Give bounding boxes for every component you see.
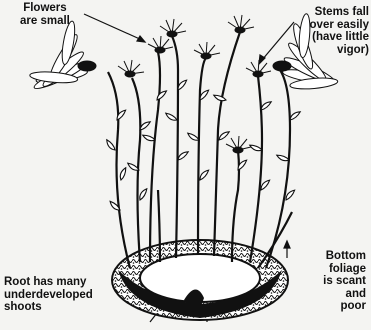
label-line: Stems fall <box>284 6 369 19</box>
label-line: poor <box>296 300 366 313</box>
flower-small-6 <box>226 136 251 153</box>
arrow-flowers <box>84 14 145 42</box>
stems <box>108 32 292 268</box>
label-line: foliage <box>296 263 366 276</box>
label-flowers-small: Flowers are small <box>20 2 70 27</box>
label-line: Flowers <box>20 2 70 15</box>
flower-small-4 <box>194 42 220 59</box>
flower-small-7 <box>246 60 271 77</box>
label-line: is scant <box>296 275 366 288</box>
label-line: and <box>296 288 366 301</box>
flower-small-5 <box>228 15 254 33</box>
label-line: (have little <box>284 31 369 44</box>
label-root-shoots: Root has many underdeveloped shoots <box>4 276 93 314</box>
flower-small-3 <box>160 19 186 37</box>
label-line: Bottom <box>296 250 366 263</box>
leaves <box>105 79 301 212</box>
label-line: are small <box>20 15 70 28</box>
label-line: shoots <box>4 301 93 314</box>
flower-large-left <box>29 20 96 92</box>
flower-small-2 <box>148 36 173 53</box>
label-line: over easily <box>284 19 369 32</box>
label-stems-fall: Stems fall over easily (have little vigo… <box>284 6 369 56</box>
label-bottom-foliage: Bottom foliage is scant and poor <box>296 250 366 313</box>
label-line: Root has many <box>4 276 93 289</box>
label-line: underdeveloped <box>4 289 93 302</box>
label-line: vigor) <box>284 44 369 57</box>
arrow-bottom <box>284 241 290 258</box>
flower-small-1 <box>118 60 144 77</box>
